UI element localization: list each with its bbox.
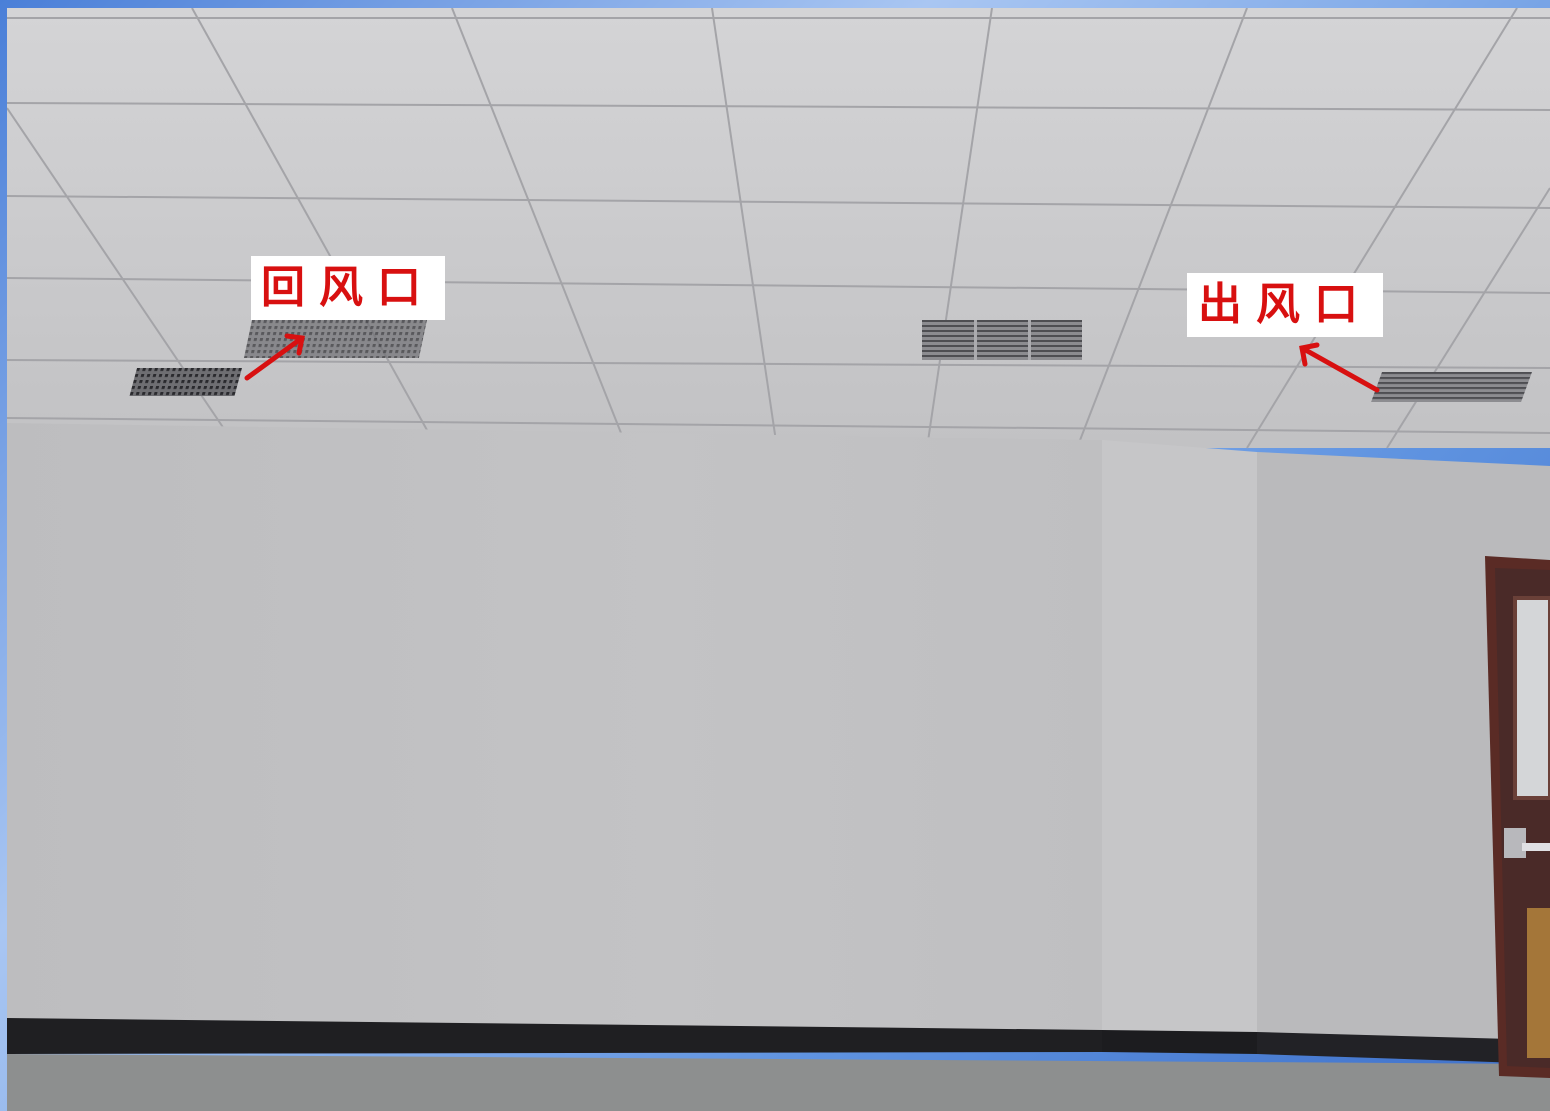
side-wall	[1257, 452, 1550, 1048]
office-room-photo: 回风口 出风口	[7, 8, 1550, 1111]
supply-vent-right	[1371, 372, 1532, 402]
ceiling	[7, 8, 1550, 448]
floor	[7, 1054, 1550, 1111]
wall-pillar	[1102, 440, 1257, 1040]
return-vent-left	[129, 368, 242, 396]
return-vent-label: 回风口	[251, 256, 445, 320]
door	[1485, 556, 1550, 1078]
supply-vent-center	[922, 320, 1082, 360]
ceiling-grid	[7, 8, 1550, 449]
supply-vent-label: 出风口	[1187, 273, 1383, 337]
annotation-arrows	[244, 333, 1380, 393]
main-wall	[7, 423, 1102, 1038]
return-vent-center	[243, 320, 427, 358]
baseboard	[7, 1018, 1102, 1054]
